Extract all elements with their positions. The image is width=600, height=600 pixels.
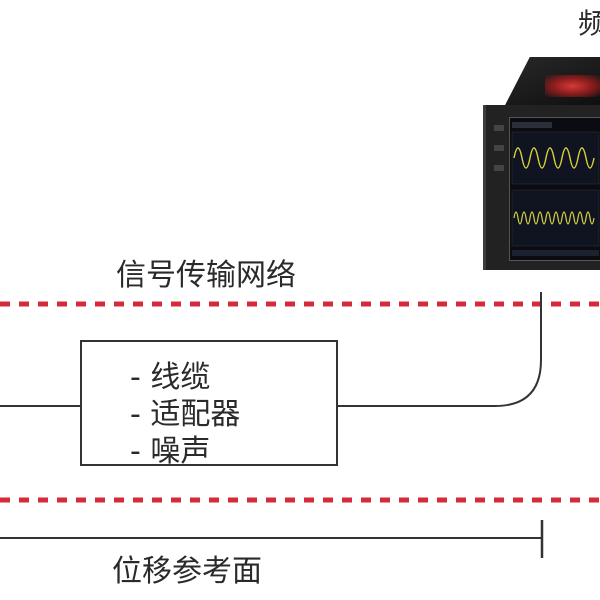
box-item-noise: - 噪声 — [130, 434, 211, 469]
instrument-button — [494, 165, 504, 171]
reference-plane-label: 位移参考面 — [112, 554, 262, 589]
instrument-button — [494, 125, 504, 131]
error-sources-box: - 线缆 - 适配器 - 噪声 — [80, 340, 338, 469]
box-item-cable: - 线缆 — [130, 360, 211, 395]
output-cable-line — [338, 292, 542, 407]
instrument-button — [494, 145, 504, 151]
instrument-screen — [509, 117, 600, 261]
oscilloscope-instrument-icon — [483, 57, 600, 270]
instrument-logo-glow — [545, 75, 600, 97]
box-item-adapter: - 适配器 — [130, 397, 241, 432]
waveform-trace-bottom — [513, 211, 595, 225]
waveform-display — [511, 122, 600, 256]
instrument-partial-label: 频 — [578, 7, 600, 40]
waveform-trace-top — [513, 147, 595, 169]
signal-network-label: 信号传输网络 — [116, 258, 296, 293]
